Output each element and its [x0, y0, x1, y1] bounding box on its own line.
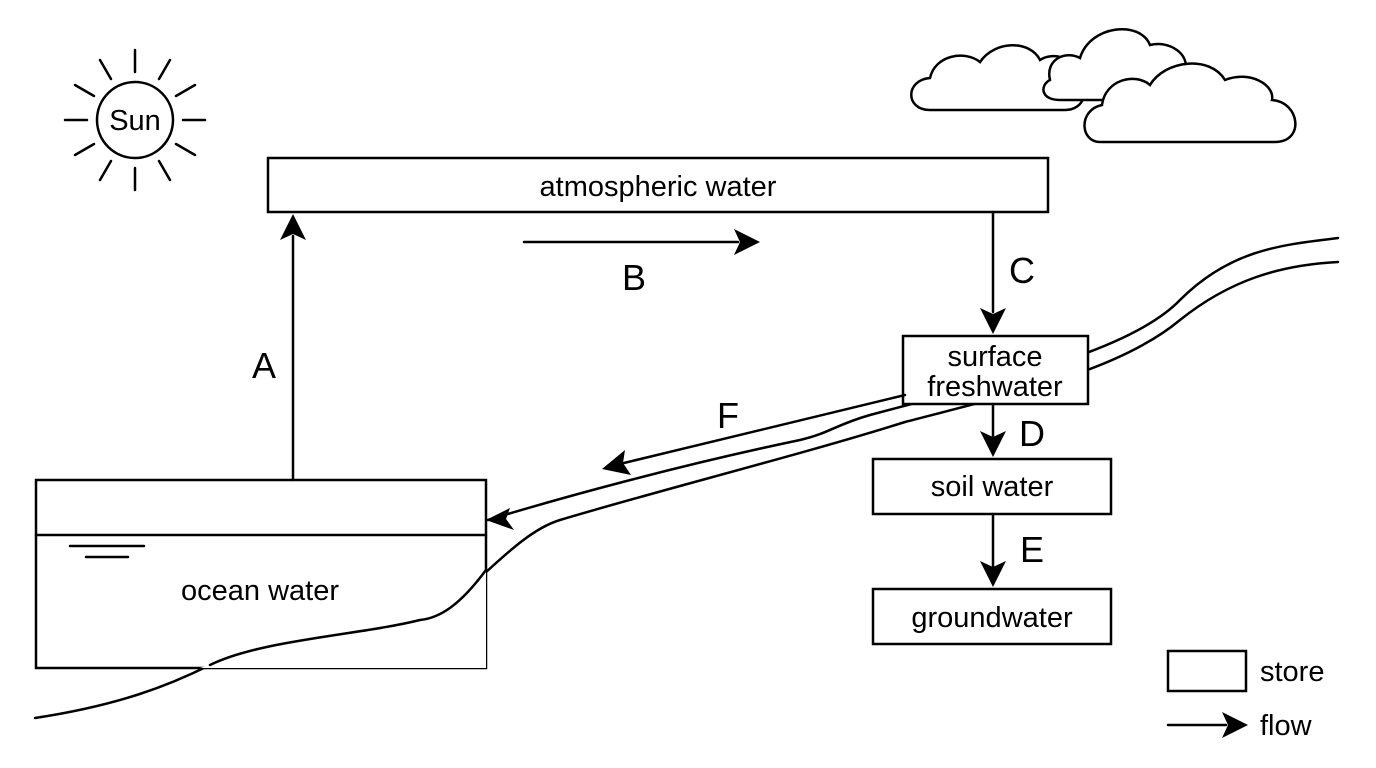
surface-freshwater-store — [901, 334, 1090, 406]
groundwater-label: groundwater — [911, 602, 1073, 634]
soil-water-store — [871, 457, 1113, 516]
flow-d-label: D — [1019, 413, 1045, 454]
flow-e-arrow — [980, 512, 1006, 587]
legend-store-swatch — [1166, 649, 1248, 693]
legend-store-label: store — [1260, 656, 1324, 688]
atmospheric-water-store — [266, 156, 1050, 214]
flow-f-arrow — [602, 393, 907, 475]
flow-b-label: B — [622, 257, 646, 298]
flow-e-label: E — [1020, 529, 1044, 570]
flow-d-arrow — [980, 402, 1006, 457]
cloud-icon — [910, 28, 1297, 144]
atmospheric-water-label: atmospheric water — [540, 171, 777, 203]
legend: store flow — [1166, 649, 1324, 742]
flow-a-arrow — [280, 214, 306, 482]
river-outflow-arrowhead — [486, 508, 514, 530]
flow-a-label: A — [252, 345, 276, 386]
surface-freshwater-label-line1: surface — [947, 341, 1042, 373]
flow-f-label: F — [717, 395, 739, 436]
flow-b-arrow — [522, 229, 760, 255]
ocean-water-label: ocean water — [181, 575, 339, 607]
soil-water-label: soil water — [931, 471, 1054, 503]
surface-freshwater-label-line2: freshwater — [927, 371, 1063, 403]
sun-icon: Sun — [63, 48, 207, 192]
sun-label: Sun — [109, 105, 161, 137]
legend-flow-label: flow — [1260, 710, 1313, 742]
groundwater-store — [871, 587, 1113, 646]
flow-c-label: C — [1009, 250, 1035, 291]
flow-c-arrow — [980, 210, 1006, 334]
